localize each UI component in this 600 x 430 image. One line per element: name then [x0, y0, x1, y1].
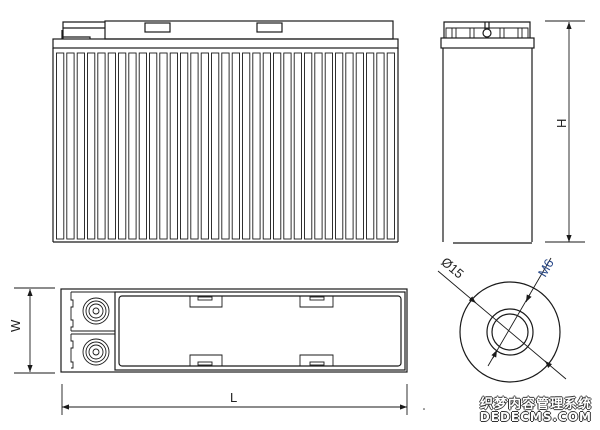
front-fin — [252, 52, 261, 240]
thread-line — [487, 257, 552, 367]
front-fin — [314, 52, 323, 240]
front-fin — [304, 52, 313, 240]
front-cover-vent — [144, 22, 171, 33]
top-view: W L — [8, 287, 408, 415]
front-cover-top — [104, 20, 394, 40]
top-vent — [197, 296, 213, 301]
front-fin — [138, 52, 147, 240]
front-fin — [376, 52, 385, 240]
front-fin — [366, 52, 375, 240]
watermark-line1: 织梦内容管理系统 — [479, 397, 592, 412]
side-lid-band — [440, 37, 535, 49]
top-vent — [309, 361, 325, 366]
top-cover-inner — [118, 295, 402, 367]
diameter-arrow — [544, 360, 553, 369]
diameter-line — [437, 270, 567, 380]
thread-arrow — [525, 293, 532, 303]
front-fin — [242, 52, 251, 240]
length-extension-lines — [61, 384, 408, 415]
front-fin — [355, 52, 364, 240]
top-cover-notches — [189, 296, 334, 366]
front-fin — [169, 52, 178, 240]
front-body — [52, 48, 399, 243]
front-fin — [262, 52, 271, 240]
front-fin — [159, 52, 168, 240]
front-fins — [56, 52, 395, 240]
thread-arrow — [491, 349, 498, 359]
front-fin — [97, 52, 106, 240]
front-fin — [107, 52, 116, 240]
top-cover — [114, 291, 406, 371]
front-fin — [200, 52, 209, 240]
top-vent — [309, 296, 325, 301]
front-fin — [76, 52, 85, 240]
front-fin — [118, 52, 127, 240]
diameter-label: Ø15 — [438, 254, 466, 281]
front-fin — [335, 52, 344, 240]
width-extension-lines — [14, 287, 55, 374]
terminal-outer-circle — [459, 281, 561, 383]
terminal-detail: Ø15 M6 — [437, 254, 567, 383]
side-cover — [443, 21, 531, 38]
top-outer — [60, 288, 408, 373]
front-lid-band — [52, 38, 399, 49]
terminal-positive — [82, 297, 110, 325]
front-cover-vent — [256, 22, 283, 33]
front-fin — [128, 52, 137, 240]
front-fin — [149, 52, 158, 240]
side-view: H — [440, 20, 585, 244]
front-fin — [231, 52, 240, 240]
front-fin — [56, 52, 65, 240]
front-fin — [66, 52, 75, 240]
height-extension-lines — [545, 20, 585, 243]
front-fin — [293, 52, 302, 240]
side-terminal-post — [484, 22, 490, 29]
front-fin — [273, 52, 282, 240]
front-fin — [190, 52, 199, 240]
terminal-bay — [70, 291, 115, 369]
dot — [423, 408, 425, 410]
front-fin — [211, 52, 220, 240]
terminal-ring — [486, 308, 534, 356]
height-label: H — [554, 119, 569, 128]
diameter-arrow — [468, 296, 477, 304]
terminal-bore — [491, 313, 529, 351]
side-cover-ribs — [445, 27, 529, 38]
front-fin — [324, 52, 333, 240]
side-terminal — [482, 28, 492, 38]
terminal-negative — [82, 338, 110, 366]
watermark-line2: DEDECMS.COM — [479, 410, 592, 424]
front-fin — [345, 52, 354, 240]
front-fin — [283, 52, 292, 240]
front-fin — [386, 52, 395, 240]
front-fin — [221, 52, 230, 240]
thread-label: M6 — [535, 256, 557, 279]
side-body — [442, 48, 533, 244]
front-fin — [87, 52, 96, 240]
front-fin — [180, 52, 189, 240]
length-label: L — [230, 390, 237, 405]
front-terminal-block — [61, 21, 105, 39]
top-vent — [197, 361, 213, 366]
front-view — [52, 20, 399, 243]
width-label: W — [8, 319, 23, 332]
